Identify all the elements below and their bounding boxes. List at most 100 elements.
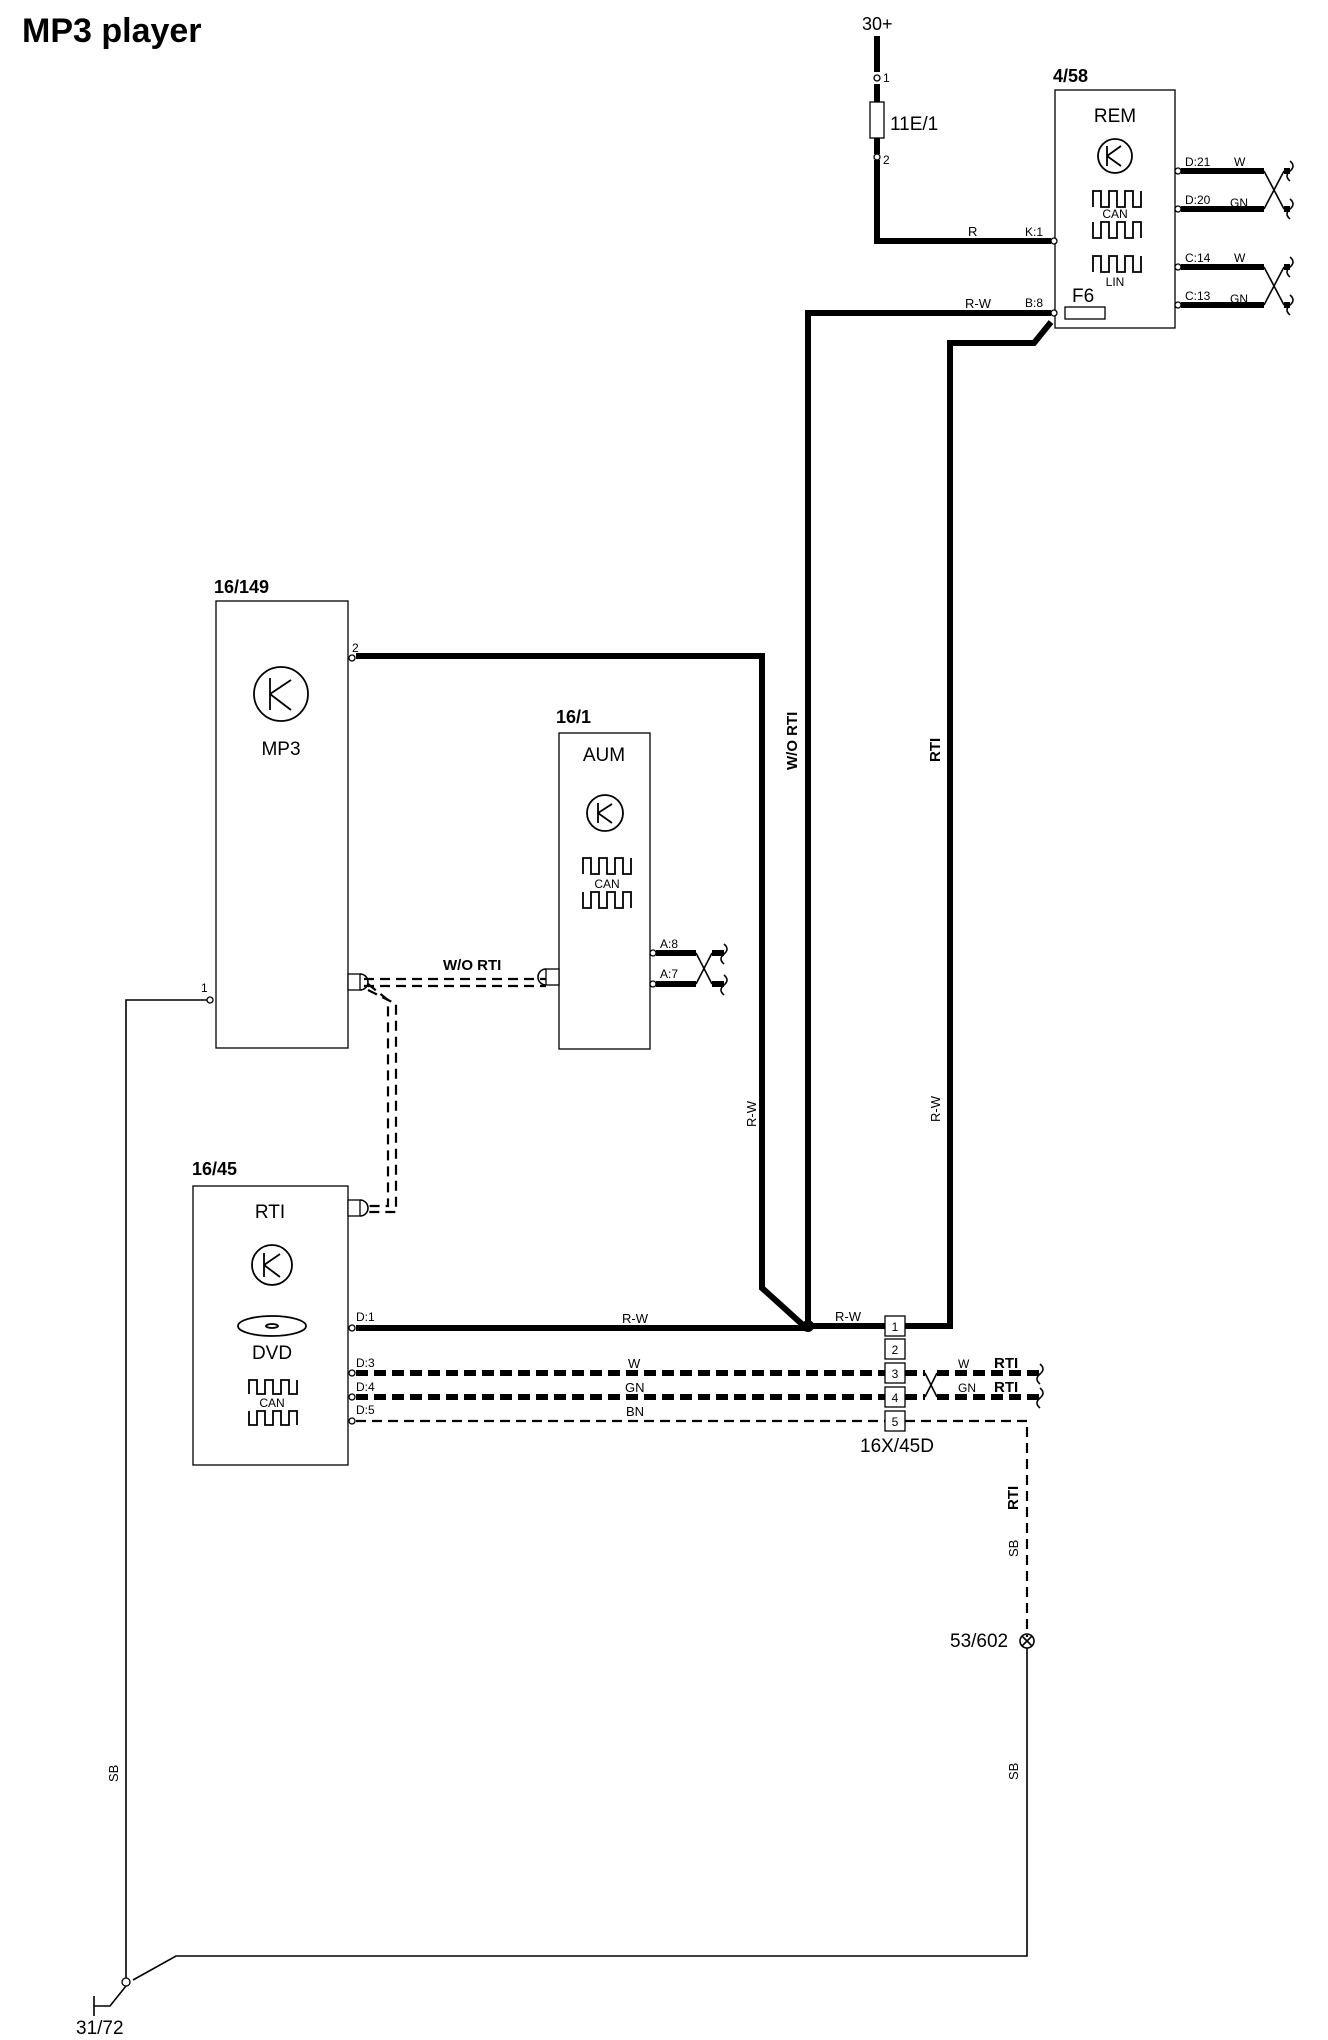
wire-sb-rti-ground	[905, 1419, 1029, 1637]
mp3-coax-cap	[359, 973, 369, 991]
aum-pin-a8-dot	[649, 949, 657, 957]
rem-lin-twisted-pair	[1181, 256, 1294, 316]
rem-can-label: CAN	[1102, 207, 1127, 221]
aum-id: 16/1	[556, 707, 591, 727]
aum-can-signal-icon-2	[582, 891, 632, 909]
rem-pin-c14-dot	[1174, 263, 1182, 271]
aum-can-label: CAN	[594, 877, 619, 891]
rem-pin-k1: K:1	[1025, 225, 1043, 239]
rem-pin-k1-dot	[1050, 237, 1058, 245]
wire-label-rw-top: R-W	[965, 296, 992, 311]
diagram-title: MP3 player	[22, 12, 202, 50]
rem-pin-d20: D:20	[1185, 193, 1211, 207]
conn-rti-label-2: RTI	[994, 1379, 1018, 1396]
wire-label-sb-upper: SB	[1006, 1540, 1021, 1557]
rti-id: 16/45	[192, 1159, 237, 1179]
rem-lin-label: LIN	[1106, 275, 1125, 289]
rti-can-signal-icon-2	[248, 1410, 298, 1426]
aum-pin-a7-dot	[649, 980, 657, 988]
mp3-module	[215, 600, 349, 1049]
mp3-pin-1-dot	[206, 996, 214, 1004]
wire-label-rw-conn: R-W	[835, 1309, 862, 1324]
wire-label-rti-ground: RTI	[1005, 1486, 1022, 1510]
rem-can-signal-icon	[1092, 190, 1142, 208]
connector-can-twisted-pair	[905, 1363, 1044, 1409]
rem-fuse-label: F6	[1072, 286, 1094, 307]
wire-label-w-d3: W	[628, 1356, 641, 1371]
wire-rw-mp3	[356, 653, 807, 1329]
fuse-pin-2-dot	[873, 153, 881, 161]
ground-label: 31/72	[76, 2018, 124, 2039]
fuse-pin-2: 2	[883, 153, 890, 167]
connector-pin-1: 1	[892, 1320, 899, 1334]
rti-coax-cap	[359, 1199, 369, 1217]
wire-rw-rti	[895, 320, 1054, 1329]
wire-label-wo-rti-coax: W/O RTI	[443, 957, 501, 974]
wire-label-r: R	[968, 224, 977, 239]
rti-pin-d1: D:1	[356, 1310, 375, 1324]
rem-id: 4/58	[1053, 66, 1088, 86]
rem-pin-b8: B:8	[1025, 296, 1043, 310]
rem-name: REM	[1094, 106, 1136, 127]
wire-label-rw-d1: R-W	[622, 1311, 649, 1326]
fuse-11e1	[869, 101, 885, 139]
dvd-disc-icon	[237, 1315, 307, 1337]
rem-pin-d20-dot	[1174, 205, 1182, 213]
aum-can-twisted-pair	[656, 943, 728, 996]
coax-mp3-rti-b	[364, 989, 398, 1214]
wire-label-rw-right: R-W	[928, 1095, 943, 1122]
ground-point-label: 53/602	[950, 1631, 1008, 1652]
coax-mp3-rti-a	[364, 983, 390, 1208]
ground-terminal-dot	[121, 1977, 131, 1987]
aum-pin-a7: A:7	[660, 967, 678, 981]
supply-label: 30+	[862, 14, 893, 34]
conn-w-color: W	[958, 1357, 970, 1371]
aum-transistor-icon	[586, 794, 624, 832]
rem-pin-c13: C:13	[1185, 289, 1211, 303]
mp3-pin-2-dot	[348, 654, 356, 662]
connector-pin-3: 3	[892, 1367, 899, 1381]
rem-transistor-icon	[1097, 138, 1133, 174]
rem-module	[1054, 89, 1176, 329]
rem-pin-c13-dot	[1174, 301, 1182, 309]
wire-label-wo-rti-vertical: W/O RTI	[784, 712, 801, 770]
rti-can-label: CAN	[259, 1396, 284, 1410]
aum-pin-a8: A:8	[660, 937, 678, 951]
rti-pin-d4-dot	[348, 1393, 356, 1401]
rem-can-signal-icon-2	[1092, 221, 1142, 239]
wire-sb-mp3-ground	[125, 999, 207, 1978]
wire-label-sb-lower: SB	[1006, 1763, 1021, 1780]
fuse-pin-1: 1	[883, 71, 890, 85]
rem-can-twisted-pair	[1181, 160, 1294, 220]
connector-pin-4: 4	[892, 1391, 899, 1405]
wire-label-gn-d4: GN	[625, 1380, 645, 1395]
aum-module	[558, 732, 651, 1050]
connector-id: 16X/45D	[860, 1436, 934, 1457]
rem-pin-b8-dot	[1050, 309, 1058, 317]
connector-16x45d	[884, 1315, 906, 1432]
wire-label-sb-mp3: SB	[106, 1765, 121, 1782]
connector-pin-2: 2	[892, 1343, 899, 1357]
wire-rw-wo-rti	[805, 310, 1051, 1326]
rem-c14-color: W	[1234, 251, 1246, 265]
mp3-id: 16/149	[214, 577, 269, 597]
connector-pin-5: 5	[892, 1415, 899, 1429]
fuse-pin-1-dot	[873, 74, 881, 82]
ground-lead	[94, 1985, 127, 2007]
wire-sb-ground-return	[132, 1648, 1028, 1981]
wire-label-rti-vertical: RTI	[927, 738, 944, 762]
aum-coax-connector	[545, 968, 560, 986]
wire-label-bn-d5: BN	[626, 1404, 644, 1419]
rti-pin-d3: D:3	[356, 1356, 375, 1370]
conn-gn-color: GN	[958, 1381, 976, 1395]
rti-module	[192, 1185, 349, 1466]
mp3-coax-connector	[347, 973, 361, 991]
wire-r-to-rem	[874, 160, 1051, 244]
rti-can-signal-icon	[248, 1379, 298, 1395]
aum-name: AUM	[583, 745, 625, 766]
rem-lin-signal-icon	[1092, 255, 1142, 273]
rem-d21-color: W	[1234, 155, 1246, 169]
mp3-pin-1: 1	[201, 981, 208, 995]
conn-rti-label-1: RTI	[994, 1355, 1018, 1372]
